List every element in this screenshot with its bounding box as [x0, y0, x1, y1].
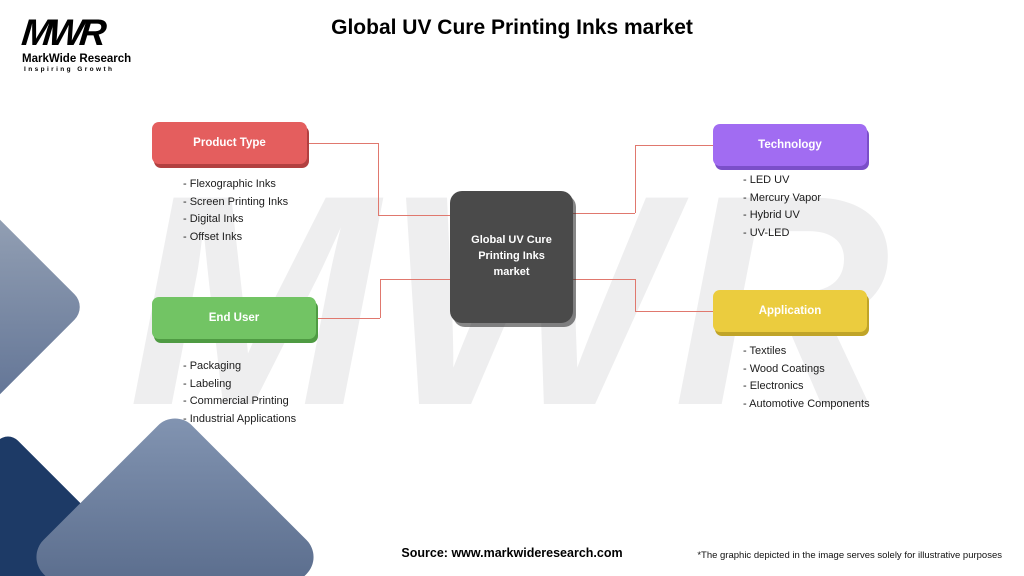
list-item: - Textiles	[743, 345, 787, 357]
application-box: Application	[713, 290, 867, 332]
end-user-label: End User	[208, 312, 260, 324]
list-item: - Electronics	[743, 380, 804, 392]
branch-application: Application - Textiles - Wood Coatings -…	[713, 290, 870, 413]
logo-monogram: MWR	[19, 12, 105, 53]
list-item: - Packaging	[183, 360, 242, 372]
connector-end-user-v	[380, 279, 381, 318]
application-list: - Textiles - Wood Coatings - Electronics…	[743, 343, 870, 413]
connector-technology-h2	[573, 213, 635, 214]
product-type-label: Product Type	[193, 137, 266, 149]
list-item: - Mercury Vapor	[743, 191, 822, 204]
list-item: - Automotive Components	[743, 397, 870, 410]
connector-application-h2	[573, 279, 635, 280]
connector-product-type-v	[378, 143, 379, 215]
page-title: Global UV Cure Printing Inks market	[331, 16, 693, 39]
technology-label: Technology	[758, 139, 822, 151]
product-type-list: - Flexographic Inks - Screen Printing In…	[183, 176, 307, 246]
technology-box: Technology	[713, 124, 867, 166]
connector-end-user-h1	[316, 318, 380, 319]
disclaimer-note: *The graphic depicted in the image serve…	[697, 550, 1002, 561]
center-node-label: Global UV Cure Printing Inks market	[471, 234, 552, 278]
connector-technology-v	[635, 145, 636, 213]
list-item: - Labeling	[183, 377, 232, 390]
list-item: - LED UV	[743, 174, 790, 186]
list-item: - Hybrid UV	[743, 209, 800, 221]
technology-list: - LED UV - Mercury Vapor - Hybrid UV - U…	[743, 172, 867, 242]
application-label: Application	[758, 305, 822, 317]
source-line: Source: www.markwideresearch.com	[0, 546, 1024, 560]
logo-name: MarkWide Research	[22, 53, 132, 65]
branch-end-user: End User - Packaging - Labeling - Commer…	[152, 297, 316, 428]
list-item: - UV-LED	[743, 226, 790, 239]
branch-technology: Technology - LED UV - Mercury Vapor - Hy…	[713, 124, 867, 242]
list-item: - Industrial Applications	[183, 412, 297, 425]
end-user-list: - Packaging - Labeling - Commercial Prin…	[183, 358, 316, 428]
connector-application-h1	[635, 311, 713, 312]
list-item: - Flexographic Inks	[183, 178, 276, 190]
markwide-logo: MWR MarkWide Research Inspiring Growth	[19, 12, 132, 73]
end-user-box: End User	[152, 297, 316, 339]
list-item: - Commercial Printing	[183, 395, 289, 407]
product-type-box: Product Type	[152, 122, 307, 164]
connector-end-user-h2	[380, 279, 450, 280]
connector-technology-h1	[635, 145, 713, 146]
list-item: - Screen Printing Inks	[183, 195, 289, 208]
logo-tagline: Inspiring Growth	[24, 66, 115, 73]
list-item: - Digital Inks	[183, 213, 244, 225]
list-item: - Offset Inks	[183, 230, 243, 243]
connector-product-type-h1	[307, 143, 378, 144]
branch-product-type: Product Type - Flexographic Inks - Scree…	[152, 122, 307, 246]
source-url: www.markwideresearch.com	[451, 546, 623, 560]
connector-product-type-h2	[378, 215, 450, 216]
list-item: - Wood Coatings	[743, 362, 825, 375]
center-node: Global UV Cure Printing Inks market	[450, 191, 573, 323]
source-label: Source:	[401, 546, 448, 560]
connector-application-v	[635, 279, 636, 311]
